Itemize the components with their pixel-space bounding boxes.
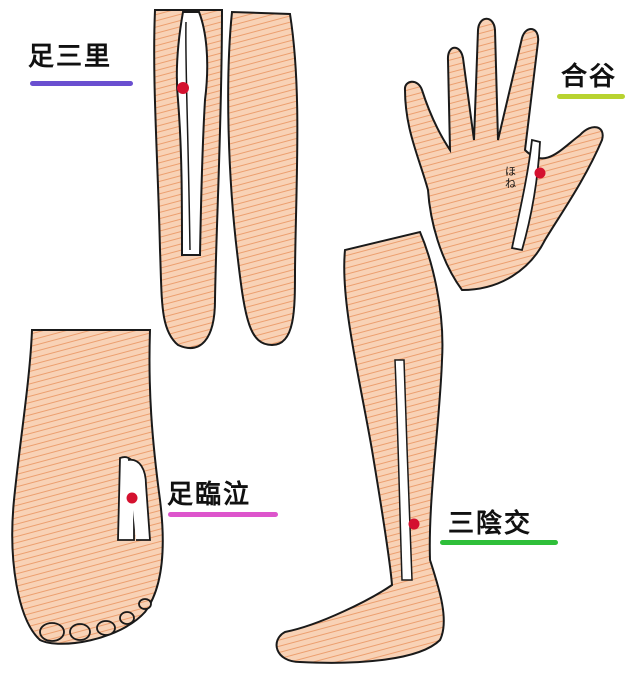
ashirinkyu-label: 足臨泣	[167, 474, 251, 511]
sanninkou-point	[409, 519, 420, 530]
side-leg-outline	[277, 232, 444, 663]
sanninkou-underline	[440, 540, 558, 545]
zusanri-label: 足三里	[28, 36, 112, 73]
side-leg-illustration	[277, 232, 444, 663]
goukoku-label: 合谷	[561, 56, 617, 93]
bone-note-label: ほね	[505, 166, 517, 190]
zusanri-underline	[30, 81, 133, 86]
sanninkou-label: 三陰交	[448, 503, 532, 540]
goukoku-point	[535, 168, 546, 179]
foot-top-illustration	[12, 330, 162, 644]
zusanri-point	[177, 82, 189, 94]
front-legs-illustration	[154, 10, 297, 348]
goukoku-underline	[557, 94, 625, 99]
ashirinkyu-underline	[168, 512, 278, 517]
right-shin	[228, 12, 297, 345]
ashirinkyu-point	[127, 493, 138, 504]
